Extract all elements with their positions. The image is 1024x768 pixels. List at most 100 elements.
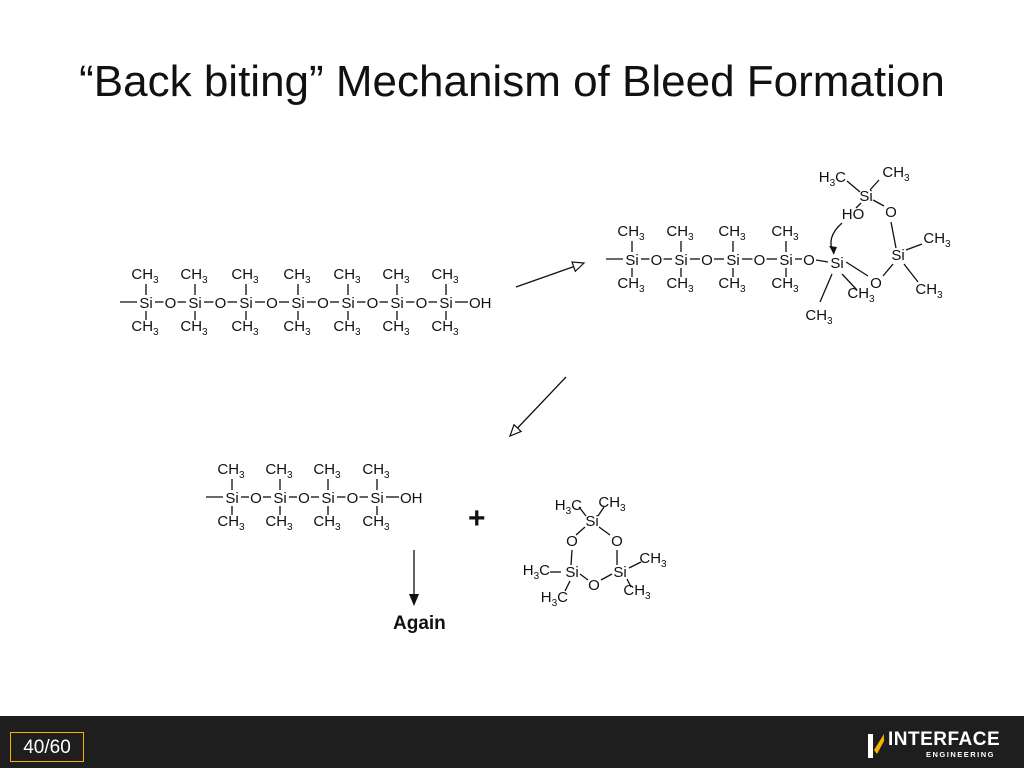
oxygen-atom: O bbox=[803, 252, 815, 269]
slide-title: “Back biting” Mechanism of Bleed Formati… bbox=[79, 57, 945, 106]
methyl-group-label: CH3 bbox=[265, 461, 293, 481]
hydroxyl-group: HO bbox=[842, 206, 865, 223]
methyl-group-label: CH3 bbox=[718, 223, 746, 243]
silicon-atom: Si bbox=[439, 295, 452, 312]
methyl-group-label: CH3 bbox=[283, 318, 311, 338]
silicon-atom: Si bbox=[341, 295, 354, 312]
oxygen-atom: O bbox=[215, 295, 227, 312]
silicon-atom: Si bbox=[139, 295, 152, 312]
bond-line bbox=[626, 578, 632, 588]
oxygen-atom: O bbox=[317, 295, 329, 312]
methyl-group-label: CH3 bbox=[180, 318, 208, 338]
bond-line bbox=[564, 580, 571, 592]
methyl-group-label: CH3 bbox=[718, 275, 746, 295]
methyl-group-label: CH3 bbox=[265, 513, 293, 533]
oxygen-atom: O bbox=[367, 295, 379, 312]
methyl-group-label: CH3 bbox=[217, 461, 245, 481]
silicon-atom: Si bbox=[585, 513, 598, 530]
again-label: Again bbox=[393, 613, 446, 634]
arrow-down-left bbox=[508, 423, 523, 438]
oxygen-atom: O bbox=[298, 490, 310, 507]
methyl-group-label: CH3 bbox=[362, 461, 390, 481]
silicon-atom: Si bbox=[321, 490, 334, 507]
plus-sign: + bbox=[468, 502, 486, 535]
oxygen-atom: O bbox=[651, 252, 663, 269]
silicon-atom: Si bbox=[726, 252, 739, 269]
methyl-group-label: CH3 bbox=[333, 266, 361, 286]
bond-line bbox=[579, 573, 589, 581]
methyl-group-label: CH3 bbox=[771, 275, 799, 295]
oxygen-atom: O bbox=[754, 252, 766, 269]
methyl-group-label: CH3 bbox=[131, 266, 159, 286]
methyl-group-label: CH3 bbox=[431, 318, 459, 338]
methyl-group-label: CH3 bbox=[666, 223, 694, 243]
methyl-group-label: CH3 bbox=[382, 318, 410, 338]
bond-line bbox=[515, 262, 585, 288]
methyl-group-label: CH3 bbox=[882, 164, 910, 184]
bond-line bbox=[846, 180, 861, 193]
methyl-group-label: CH3 bbox=[639, 550, 667, 570]
methyl-group-label: CH3 bbox=[382, 266, 410, 286]
bond-line bbox=[570, 549, 573, 566]
oxygen-atom: O bbox=[165, 295, 177, 312]
silicon-atom: Si bbox=[273, 490, 286, 507]
bond-line bbox=[882, 263, 894, 277]
methyl-group-label: H3C bbox=[819, 169, 846, 189]
silicon-atom: Si bbox=[239, 295, 252, 312]
oxygen-atom: O bbox=[701, 252, 713, 269]
methyl-group-label: CH3 bbox=[362, 513, 390, 533]
silicon-atom: Si bbox=[625, 252, 638, 269]
methyl-group-label: CH3 bbox=[131, 318, 159, 338]
bond-line bbox=[819, 273, 833, 303]
methyl-group-label: CH3 bbox=[598, 494, 626, 514]
methyl-group-label: CH3 bbox=[771, 223, 799, 243]
silicon-atom: Si bbox=[674, 252, 687, 269]
hydroxyl-group: OH bbox=[400, 490, 423, 507]
methyl-group-label: CH3 bbox=[313, 513, 341, 533]
bond-line bbox=[815, 259, 829, 263]
methyl-group-label: CH3 bbox=[283, 266, 311, 286]
methyl-group-label: CH3 bbox=[923, 230, 951, 250]
methyl-group-label: CH3 bbox=[231, 318, 259, 338]
bond-line bbox=[855, 202, 862, 209]
methyl-group-label: CH3 bbox=[847, 285, 875, 305]
reaction-arrows bbox=[409, 261, 586, 606]
bond-line bbox=[509, 376, 567, 437]
hydroxyl-group: OH bbox=[469, 295, 492, 312]
silicon-atom: Si bbox=[370, 490, 383, 507]
silicon-atom: Si bbox=[779, 252, 792, 269]
bond-line bbox=[598, 526, 611, 536]
methyl-group-label: CH3 bbox=[231, 266, 259, 286]
footer-bar: 40/60 INTERFACE ENGINEERING bbox=[0, 716, 1024, 768]
bond-line bbox=[845, 261, 869, 277]
silicon-atom: Si bbox=[859, 188, 872, 205]
bond-line bbox=[578, 506, 587, 517]
logo-subtitle: ENGINEERING bbox=[926, 750, 996, 759]
oxygen-atom: O bbox=[347, 490, 359, 507]
silicon-atom: Si bbox=[565, 564, 578, 581]
methyl-group-label: CH3 bbox=[217, 513, 245, 533]
oxygen-atom: O bbox=[250, 490, 262, 507]
bond-line bbox=[890, 221, 897, 249]
methyl-group-label: CH3 bbox=[915, 281, 943, 301]
oxygen-atom: O bbox=[416, 295, 428, 312]
silicon-atom: Si bbox=[613, 564, 626, 581]
bond-line bbox=[869, 179, 880, 191]
bond-line bbox=[628, 561, 642, 569]
bond-line bbox=[575, 526, 586, 536]
page-number: 40/60 bbox=[10, 732, 84, 762]
silicon-atom: Si bbox=[291, 295, 304, 312]
bond-line bbox=[597, 506, 605, 517]
oxygen-atom: O bbox=[611, 533, 623, 550]
silicon-atom: Si bbox=[891, 247, 904, 264]
methyl-group-label: CH3 bbox=[805, 307, 833, 327]
methyl-group-label: CH3 bbox=[333, 318, 361, 338]
logo-mark-icon bbox=[868, 734, 884, 758]
methyl-group-label: H3C bbox=[523, 562, 550, 582]
bond-line bbox=[872, 199, 885, 207]
bond-line bbox=[841, 273, 858, 291]
